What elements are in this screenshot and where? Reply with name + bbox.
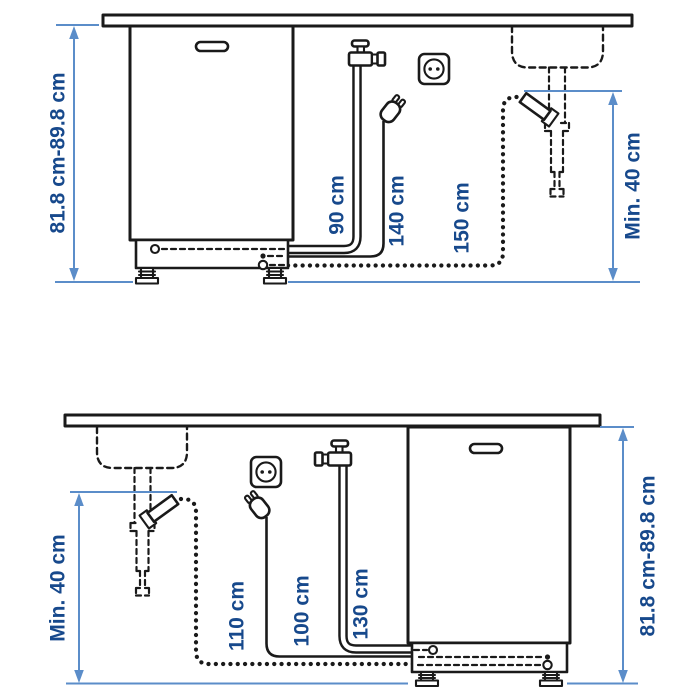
dishwasher-door bbox=[406, 425, 572, 645]
drain-hose-connector-icon bbox=[518, 91, 560, 128]
tap-icon bbox=[313, 439, 353, 467]
countertop bbox=[101, 13, 634, 28]
cord-port bbox=[260, 253, 266, 259]
adjustable-foot bbox=[134, 266, 160, 285]
drain-hose bbox=[285, 94, 522, 268]
water-inlet-port bbox=[427, 644, 439, 656]
countertop bbox=[63, 413, 602, 428]
plug-icon bbox=[243, 490, 271, 520]
power-cord bbox=[288, 121, 385, 258]
sink-icon bbox=[510, 24, 605, 69]
water-inlet-port bbox=[149, 243, 161, 255]
dishwasher-cabinet bbox=[406, 425, 572, 688]
drain-min-height-label: Min. 40 cm bbox=[47, 534, 70, 641]
supply-hose-label: 130 cm bbox=[350, 568, 373, 639]
cabinet-height-label: 81.8 cm-89.8 cm bbox=[637, 475, 660, 636]
dishwasher-door bbox=[128, 24, 295, 242]
drain-hose-label: 110 cm bbox=[226, 581, 249, 651]
adjustable-foot bbox=[262, 266, 288, 285]
power-cord bbox=[265, 517, 413, 658]
door-handle bbox=[194, 40, 230, 53]
bottom-diagram: Min. 40 cm 110 cm 100 cm 130 cm 81.8 cm-… bbox=[47, 413, 660, 688]
cabinet-height-dimension: 81.8 cm-89.8 cm bbox=[47, 24, 99, 281]
outlet-icon bbox=[249, 455, 283, 489]
outlet-icon bbox=[417, 52, 451, 86]
power-cord-label: 140 cm bbox=[386, 175, 409, 246]
drain-min-height-label: Min. 40 cm bbox=[622, 132, 645, 239]
drain-min-height-dimension: Min. 40 cm bbox=[524, 90, 645, 281]
supply-hose-label: 90 cm bbox=[326, 175, 349, 235]
door-handle bbox=[468, 442, 504, 455]
sink-icon bbox=[95, 425, 189, 470]
adjustable-foot bbox=[414, 670, 440, 688]
tap-icon bbox=[347, 39, 387, 67]
drain-hose bbox=[177, 496, 416, 667]
drain-hose-connector-icon bbox=[138, 493, 180, 530]
dishwasher-cabinet bbox=[128, 24, 295, 285]
drain-port bbox=[257, 259, 269, 271]
cord-port bbox=[544, 654, 551, 660]
adjustable-foot bbox=[538, 670, 564, 688]
cabinet-height-dimension: 81.8 cm-89.8 cm bbox=[600, 426, 660, 683]
cabinet-height-label: 81.8 cm-89.8 cm bbox=[47, 72, 70, 233]
drain-hose-label: 150 cm bbox=[451, 182, 474, 253]
top-diagram: 81.8 cm-89.8 cm 90 cm 140 cm 150 cm Min.… bbox=[47, 13, 645, 285]
drain-min-height-dimension: Min. 40 cm bbox=[47, 491, 177, 683]
plug-icon bbox=[379, 94, 407, 124]
power-cord-label: 100 cm bbox=[291, 575, 314, 646]
drain-pipe-icon bbox=[129, 466, 156, 597]
drain-pipe-icon bbox=[543, 66, 571, 198]
drain-port bbox=[542, 659, 553, 671]
